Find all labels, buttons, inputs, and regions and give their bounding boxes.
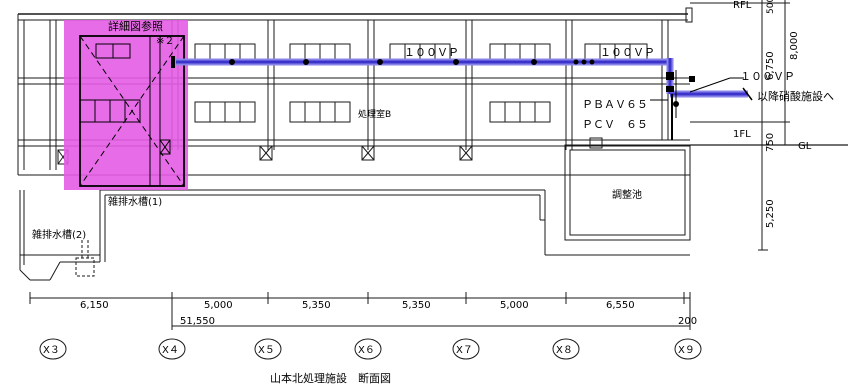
axis-marker bbox=[452, 338, 480, 360]
axis-label: X３ bbox=[43, 345, 60, 356]
detail-reference-area[interactable] bbox=[64, 20, 188, 190]
dim-height-lower: 5,250 bbox=[765, 199, 776, 228]
destination-label: 以降硝酸施設へ bbox=[757, 89, 834, 103]
axis-label: X８ bbox=[556, 345, 573, 356]
room-label-misc-tank-2: 雑排水槽(2) bbox=[32, 228, 86, 241]
note-mark: ※２ bbox=[156, 36, 174, 47]
dimension-line bbox=[29, 292, 691, 330]
valve-label-pbav: ＰＢＡＶ６５ bbox=[582, 98, 648, 111]
axis-markers bbox=[39, 338, 702, 360]
axis-marker bbox=[158, 338, 186, 360]
room-label-treatment: 処理室B bbox=[358, 108, 391, 120]
axis-label: X４ bbox=[162, 345, 179, 356]
span-dimension: 5,350 bbox=[402, 300, 431, 311]
span-dimension: 6,150 bbox=[80, 300, 109, 311]
span-dimension: 5,350 bbox=[302, 300, 331, 311]
axis-marker bbox=[254, 338, 282, 360]
dim-height-gl: 750 bbox=[765, 133, 776, 152]
detail-diagonal bbox=[79, 35, 185, 187]
span-dimension: 5,000 bbox=[204, 300, 233, 311]
room-label-misc-tank-1: 雑排水槽(1) bbox=[108, 195, 162, 208]
valve-label-pcv: ＰＣＶ ６５ bbox=[582, 118, 648, 131]
span-dimension: 6,550 bbox=[606, 300, 635, 311]
axis-marker bbox=[552, 338, 580, 360]
drawing-title: 山本北処理施設 断面図 bbox=[270, 371, 391, 385]
axis-label: X７ bbox=[456, 345, 473, 356]
pipe-label-main-2: １００ＶＰ bbox=[600, 46, 655, 59]
dim-top-small: 500 bbox=[766, 0, 776, 14]
span-dimension: 5,000 bbox=[500, 300, 529, 311]
level-1fl: 1FL bbox=[733, 129, 751, 140]
pipe-label-main-1: １００ＶＰ bbox=[404, 46, 459, 59]
axis-marker bbox=[354, 338, 382, 360]
pipe-run bbox=[171, 56, 753, 140]
axis-marker bbox=[674, 338, 702, 360]
level-rfl: RFL bbox=[733, 0, 752, 11]
axis-marker bbox=[39, 338, 67, 360]
detail-callout[interactable]: 詳細図参照 bbox=[108, 19, 163, 33]
end-offset-dimension: 200 bbox=[678, 316, 697, 327]
room-label-equalization: 調整池 bbox=[612, 188, 642, 201]
total-dimension: 51,550 bbox=[180, 316, 215, 327]
axis-label: X９ bbox=[678, 345, 695, 356]
dim-height-total: 8,000 bbox=[789, 31, 800, 60]
axis-label: X６ bbox=[358, 345, 375, 356]
pipe-label-out: １００ＶＰ bbox=[740, 70, 795, 83]
dim-height-upper: 6,750 bbox=[765, 51, 776, 80]
level-gl: GL bbox=[798, 141, 812, 152]
axis-label: X５ bbox=[258, 345, 275, 356]
